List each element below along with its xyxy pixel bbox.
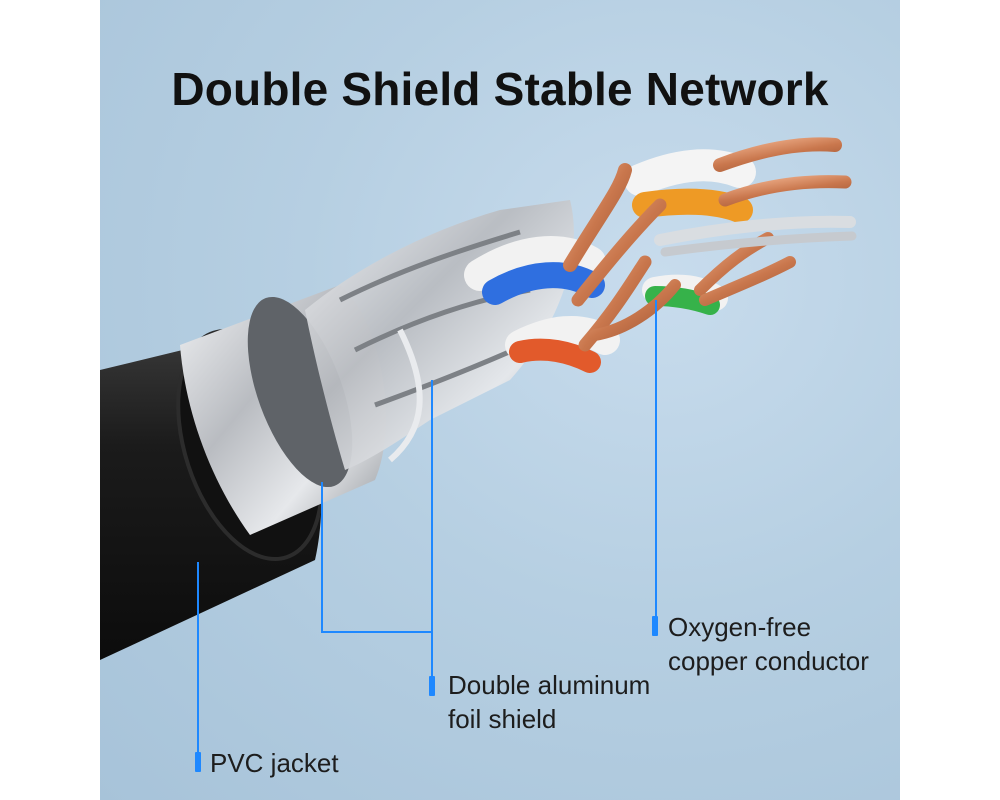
product-image: Double Shield Stable Network PVC jacket … [100, 0, 900, 800]
callout-marker [429, 676, 435, 696]
callout-marker [195, 752, 201, 772]
callout-marker [652, 616, 658, 636]
callout-lines [197, 300, 657, 762]
callout-label: Oxygen-free [668, 612, 812, 642]
cable-illustration [100, 137, 857, 762]
copper-conductors [563, 137, 857, 352]
callout-label: Double aluminum [448, 670, 651, 700]
aluminum-foil-shield [180, 200, 574, 535]
callout-foil-shield: Double aluminum foil shield [448, 668, 650, 736]
callout-label: foil shield [448, 704, 557, 734]
callout-label: copper conductor [668, 646, 869, 676]
callout-pvc-jacket: PVC jacket [210, 746, 339, 780]
callout-label: PVC jacket [210, 748, 339, 778]
page-title: Double Shield Stable Network [171, 63, 829, 115]
callout-copper-conductor: Oxygen-free copper conductor [668, 610, 869, 678]
